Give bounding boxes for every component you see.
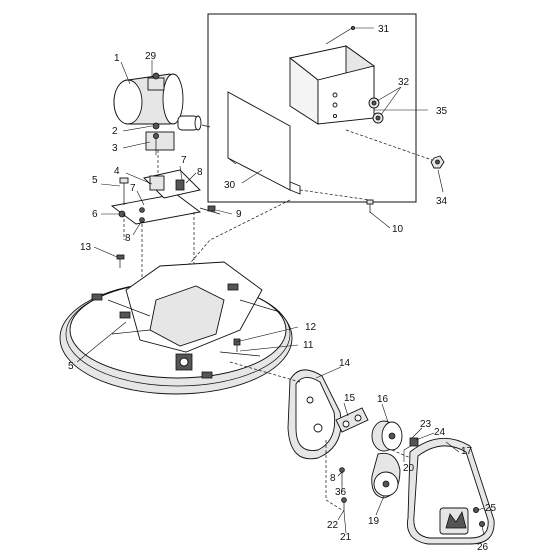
callout-14: 14 bbox=[339, 358, 351, 369]
callout-4: 4 bbox=[114, 166, 120, 177]
callout-34: 34 bbox=[436, 196, 448, 207]
callout-5-bottom: 5 bbox=[68, 361, 74, 372]
bolt-icon-13 bbox=[116, 254, 125, 268]
callout-7-right: 7 bbox=[181, 155, 187, 166]
callout-labels: 1 2 3 4 5 5 6 7 7 8 8 8 9 10 11 12 13 14… bbox=[68, 24, 497, 553]
callout-21: 21 bbox=[340, 532, 352, 543]
callout-22: 22 bbox=[327, 520, 339, 531]
motor-fasteners bbox=[152, 122, 160, 155]
drive-belt bbox=[287, 369, 342, 460]
pulley bbox=[371, 420, 403, 452]
callout-31: 31 bbox=[378, 24, 390, 35]
bracket-bolts bbox=[118, 177, 221, 223]
callout-26: 26 bbox=[477, 542, 489, 553]
inset-frame bbox=[207, 13, 417, 203]
lower-pulley bbox=[371, 452, 401, 499]
callout-10: 10 bbox=[392, 224, 404, 235]
callout-12: 12 bbox=[305, 322, 317, 333]
callout-17: 17 bbox=[461, 446, 473, 457]
callout-25: 25 bbox=[485, 503, 497, 514]
callout-1: 1 bbox=[114, 53, 120, 64]
belt-tensioner bbox=[335, 407, 369, 433]
motor-mount-bracket bbox=[110, 169, 202, 225]
callout-19: 19 bbox=[368, 516, 380, 527]
callout-6: 6 bbox=[92, 209, 98, 220]
callout-11: 11 bbox=[303, 340, 314, 351]
guard-screws bbox=[472, 506, 485, 528]
screw-icon bbox=[325, 25, 355, 45]
callout-32: 32 bbox=[398, 77, 410, 88]
callout-9: 9 bbox=[236, 209, 242, 220]
leader-lines bbox=[76, 27, 485, 536]
callout-2: 2 bbox=[112, 126, 118, 137]
belt-guard bbox=[406, 437, 495, 545]
pulley-fasteners bbox=[403, 437, 419, 451]
callout-35: 35 bbox=[436, 106, 448, 117]
callout-5-top: 5 bbox=[92, 175, 98, 186]
callout-13: 13 bbox=[80, 242, 92, 253]
callout-29: 29 bbox=[145, 51, 157, 62]
mounting-plate bbox=[227, 91, 301, 195]
gearbox-frame bbox=[91, 261, 281, 379]
callout-15: 15 bbox=[344, 393, 356, 404]
callout-30: 30 bbox=[224, 180, 236, 191]
callout-7-left: 7 bbox=[130, 183, 136, 194]
callout-36: 36 bbox=[335, 487, 347, 498]
callout-16: 16 bbox=[377, 394, 389, 405]
callout-8-lower: 8 bbox=[330, 473, 336, 484]
switch-box bbox=[288, 45, 376, 125]
callout-20: 20 bbox=[403, 463, 415, 474]
toggle-switch-icon bbox=[368, 97, 384, 124]
callout-3: 3 bbox=[112, 143, 118, 154]
callout-23: 23 bbox=[420, 419, 432, 430]
screw-icon-10 bbox=[366, 199, 374, 213]
callout-8-right: 8 bbox=[197, 167, 203, 178]
callout-8-left: 8 bbox=[125, 233, 131, 244]
motor bbox=[113, 73, 211, 151]
junction-box bbox=[147, 72, 165, 91]
callout-24: 24 bbox=[434, 427, 446, 438]
nut-icon bbox=[430, 155, 445, 169]
